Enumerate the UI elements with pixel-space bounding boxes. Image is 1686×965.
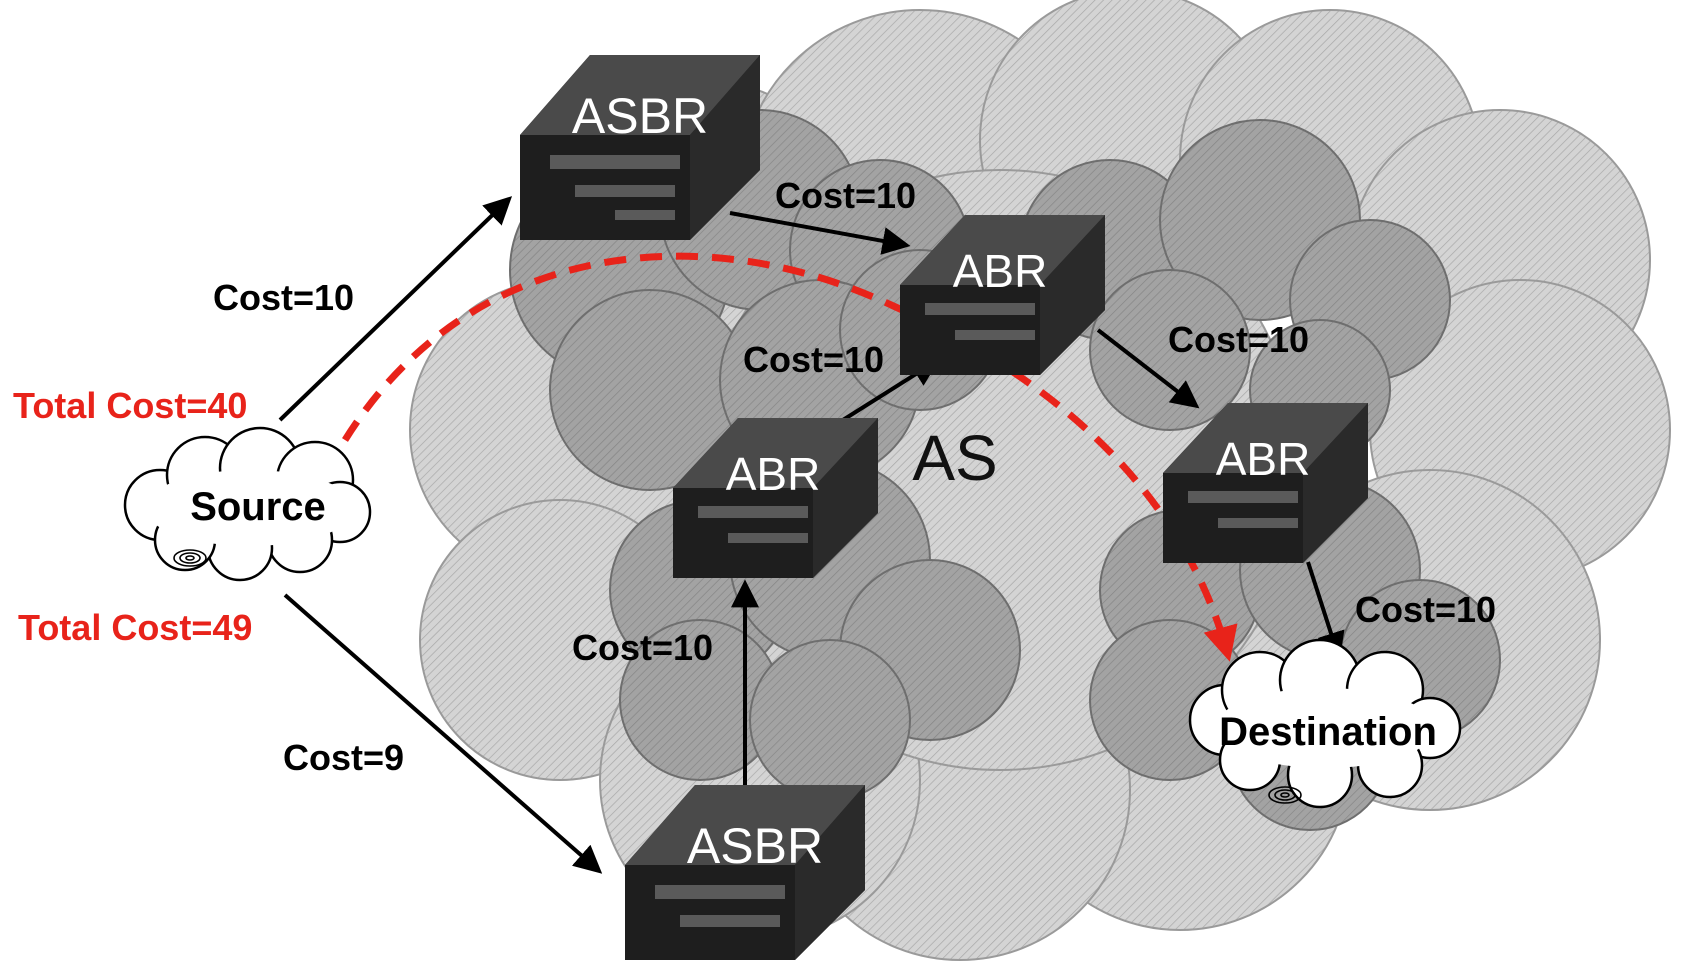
link-abr-right-destination — [1306, 561, 1345, 661]
link-asbr-top-abr-top — [729, 211, 911, 255]
router-asbr-bottom: ASBR — [625, 785, 865, 960]
as-label: AS — [912, 422, 997, 494]
source-spiral-icon — [173, 549, 207, 567]
destination-spiral-icon — [1268, 786, 1302, 804]
total-cost-top: Total Cost=40 — [13, 385, 247, 426]
link-source-asbr-top — [278, 196, 513, 422]
link-source-asbr-bottom — [283, 593, 603, 874]
cost-source-asbr-bottom: Cost=9 — [283, 737, 404, 778]
cost-source-asbr-top: Cost=10 — [213, 277, 354, 318]
total-cost-bottom: Total Cost=49 — [18, 607, 252, 648]
router-abr-middle: ABR — [673, 418, 878, 578]
link-abr-top-abr-right — [1096, 328, 1200, 409]
asbr-top-label: ASBR — [572, 88, 708, 144]
cost-abr-middle-abr-top: Cost=10 — [743, 339, 884, 380]
router-asbr-top: ASBR — [520, 55, 760, 240]
shortest-path — [342, 252, 1238, 662]
destination-label: Destination — [1219, 710, 1437, 754]
source-label: Source — [190, 485, 326, 529]
cost-asbr-bottom-abr-middle: Cost=10 — [572, 627, 713, 668]
cost-abr-right-destination: Cost=10 — [1355, 589, 1496, 630]
abr-middle-label: ABR — [726, 448, 821, 500]
router-abr-right: ABR — [1163, 403, 1368, 563]
source-cloud: Source — [123, 426, 372, 582]
abr-right-label: ABR — [1216, 433, 1311, 485]
destination-cloud: Destination — [1188, 638, 1462, 809]
router-abr-top: ABR — [900, 215, 1105, 375]
abr-top-label: ABR — [953, 245, 1048, 297]
cost-abr-top-abr-right: Cost=10 — [1168, 319, 1309, 360]
cost-asbr-top-abr-top: Cost=10 — [775, 175, 916, 216]
cost-labels: Cost=10 Cost=10 Cost=10 Cost=10 Cost=10 … — [213, 175, 1496, 778]
asbr-bottom-label: ASBR — [687, 818, 823, 874]
